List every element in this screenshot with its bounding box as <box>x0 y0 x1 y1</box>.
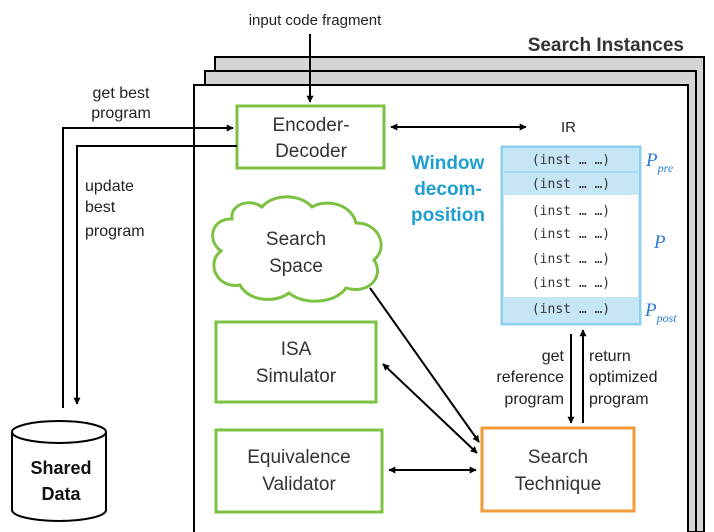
shared-data-cylinder: Shared Data <box>11 420 107 522</box>
update-label-3: program <box>85 223 145 240</box>
ir-code-box: (inst … …) (inst … …) (inst … …) (inst … …)… <box>500 145 642 326</box>
encoder-decoder-label-1: Encoder- <box>272 115 349 136</box>
isa-simulator-arrow <box>382 363 478 454</box>
get-reference-label-3: program <box>504 391 564 408</box>
get-best-label-1: get best <box>93 85 150 102</box>
ir-row: (inst … …) <box>532 276 610 291</box>
get-reference-label-2: reference <box>496 369 564 386</box>
window-post-highlight <box>504 297 638 322</box>
search-technique-box: Search Technique <box>480 426 636 513</box>
search-technique-label-1: Search <box>528 447 588 468</box>
update-best-program-arrow <box>73 145 237 405</box>
shared-data-label-1: Shared <box>30 458 91 478</box>
ir-row: (inst … …) <box>532 302 610 317</box>
return-optimized-label-1: return <box>589 348 631 365</box>
get-best-label-2: program <box>91 105 151 122</box>
return-optimized-label-2: optimized <box>589 369 657 386</box>
isa-simulator-box: ISA Simulator <box>214 320 378 404</box>
p-mid-label: P <box>653 232 666 253</box>
p-post-label: Ppost <box>644 300 677 325</box>
ir-row: (inst … …) <box>532 177 610 192</box>
p-pre-label: Ppre <box>645 150 674 175</box>
window-label-2: decom- <box>414 179 482 200</box>
connectors <box>62 34 587 474</box>
equivalence-validator-label-1: Equivalence <box>247 447 351 468</box>
shared-data-label-2: Data <box>41 484 81 504</box>
window-label-3: position <box>411 205 485 226</box>
isa-simulator-label-1: ISA <box>281 339 312 360</box>
search-space-label-1: Search <box>266 229 326 250</box>
input-code-label: input code fragment <box>249 12 382 29</box>
ir-row: (inst … …) <box>532 227 610 242</box>
return-optimized-label-3: program <box>589 391 649 408</box>
get-best-program-arrow <box>62 124 234 408</box>
search-technique-label-2: Technique <box>515 474 602 495</box>
ir-rows: (inst … …) (inst … …) (inst … …) (inst … …)… <box>532 153 610 317</box>
equivalence-validator-box: Equivalence Validator <box>214 428 384 514</box>
update-label-2: best <box>85 199 116 216</box>
ir-row: (inst … …) <box>532 204 610 219</box>
search-space-cloud: Search Space <box>211 195 383 303</box>
encoder-decoder-box: Encoder- Decoder <box>235 104 386 170</box>
window-label-1: Window <box>412 153 485 174</box>
equivalence-validator-label-2: Validator <box>262 474 336 495</box>
update-label-1: update <box>85 178 134 195</box>
isa-simulator-label-2: Simulator <box>256 366 337 387</box>
get-reference-label-1: get <box>542 348 565 365</box>
search-instances-title: Search Instances <box>528 35 684 56</box>
ir-row: (inst … …) <box>532 153 610 168</box>
ir-label: IR <box>561 119 576 136</box>
ir-row: (inst … …) <box>532 252 610 267</box>
encoder-decoder-label-2: Decoder <box>275 141 347 162</box>
search-space-label-2: Space <box>269 256 323 277</box>
